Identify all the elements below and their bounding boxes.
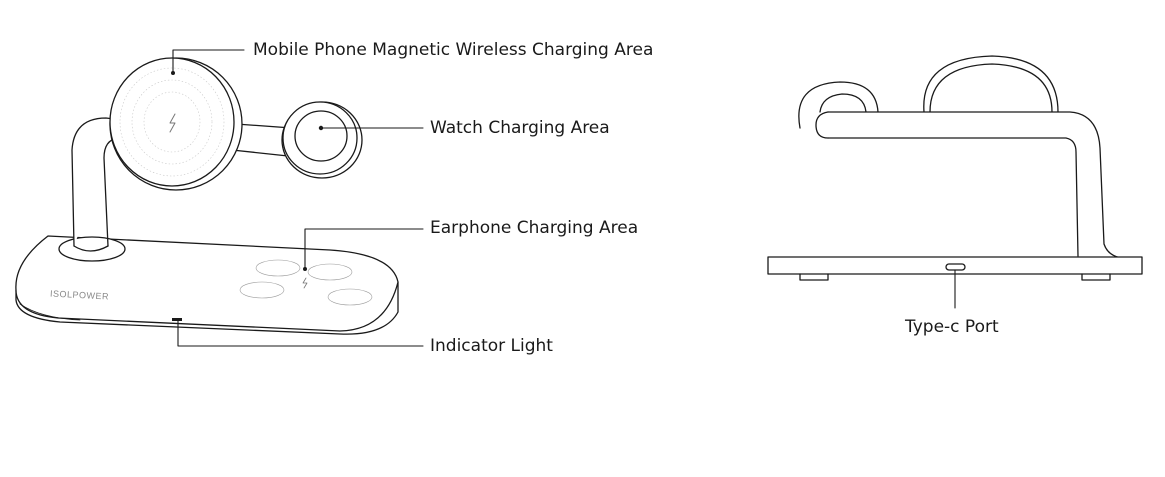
callout-lines xyxy=(171,49,424,347)
watch-arm xyxy=(231,123,293,157)
indicator-light xyxy=(172,318,182,321)
earphone-leader xyxy=(304,228,424,270)
charger-perspective-view xyxy=(15,49,424,347)
charger-side-view xyxy=(767,55,1143,309)
watch-charging-puck xyxy=(281,101,363,179)
indicator-leader xyxy=(177,320,424,347)
type-c-port-label: Type-c Port xyxy=(905,317,999,337)
watch-area-label: Watch Charging Area xyxy=(430,118,610,138)
charger-base xyxy=(15,235,399,335)
phone-leader xyxy=(172,49,245,73)
phone-area-label: Mobile Phone Magnetic Wireless Charging … xyxy=(253,40,654,60)
indicator-light-label: Indicator Light xyxy=(430,336,553,356)
earphone-area-label: Earphone Charging Area xyxy=(430,218,639,238)
bolt-icon xyxy=(169,113,176,133)
phone-charging-disc xyxy=(109,57,243,191)
